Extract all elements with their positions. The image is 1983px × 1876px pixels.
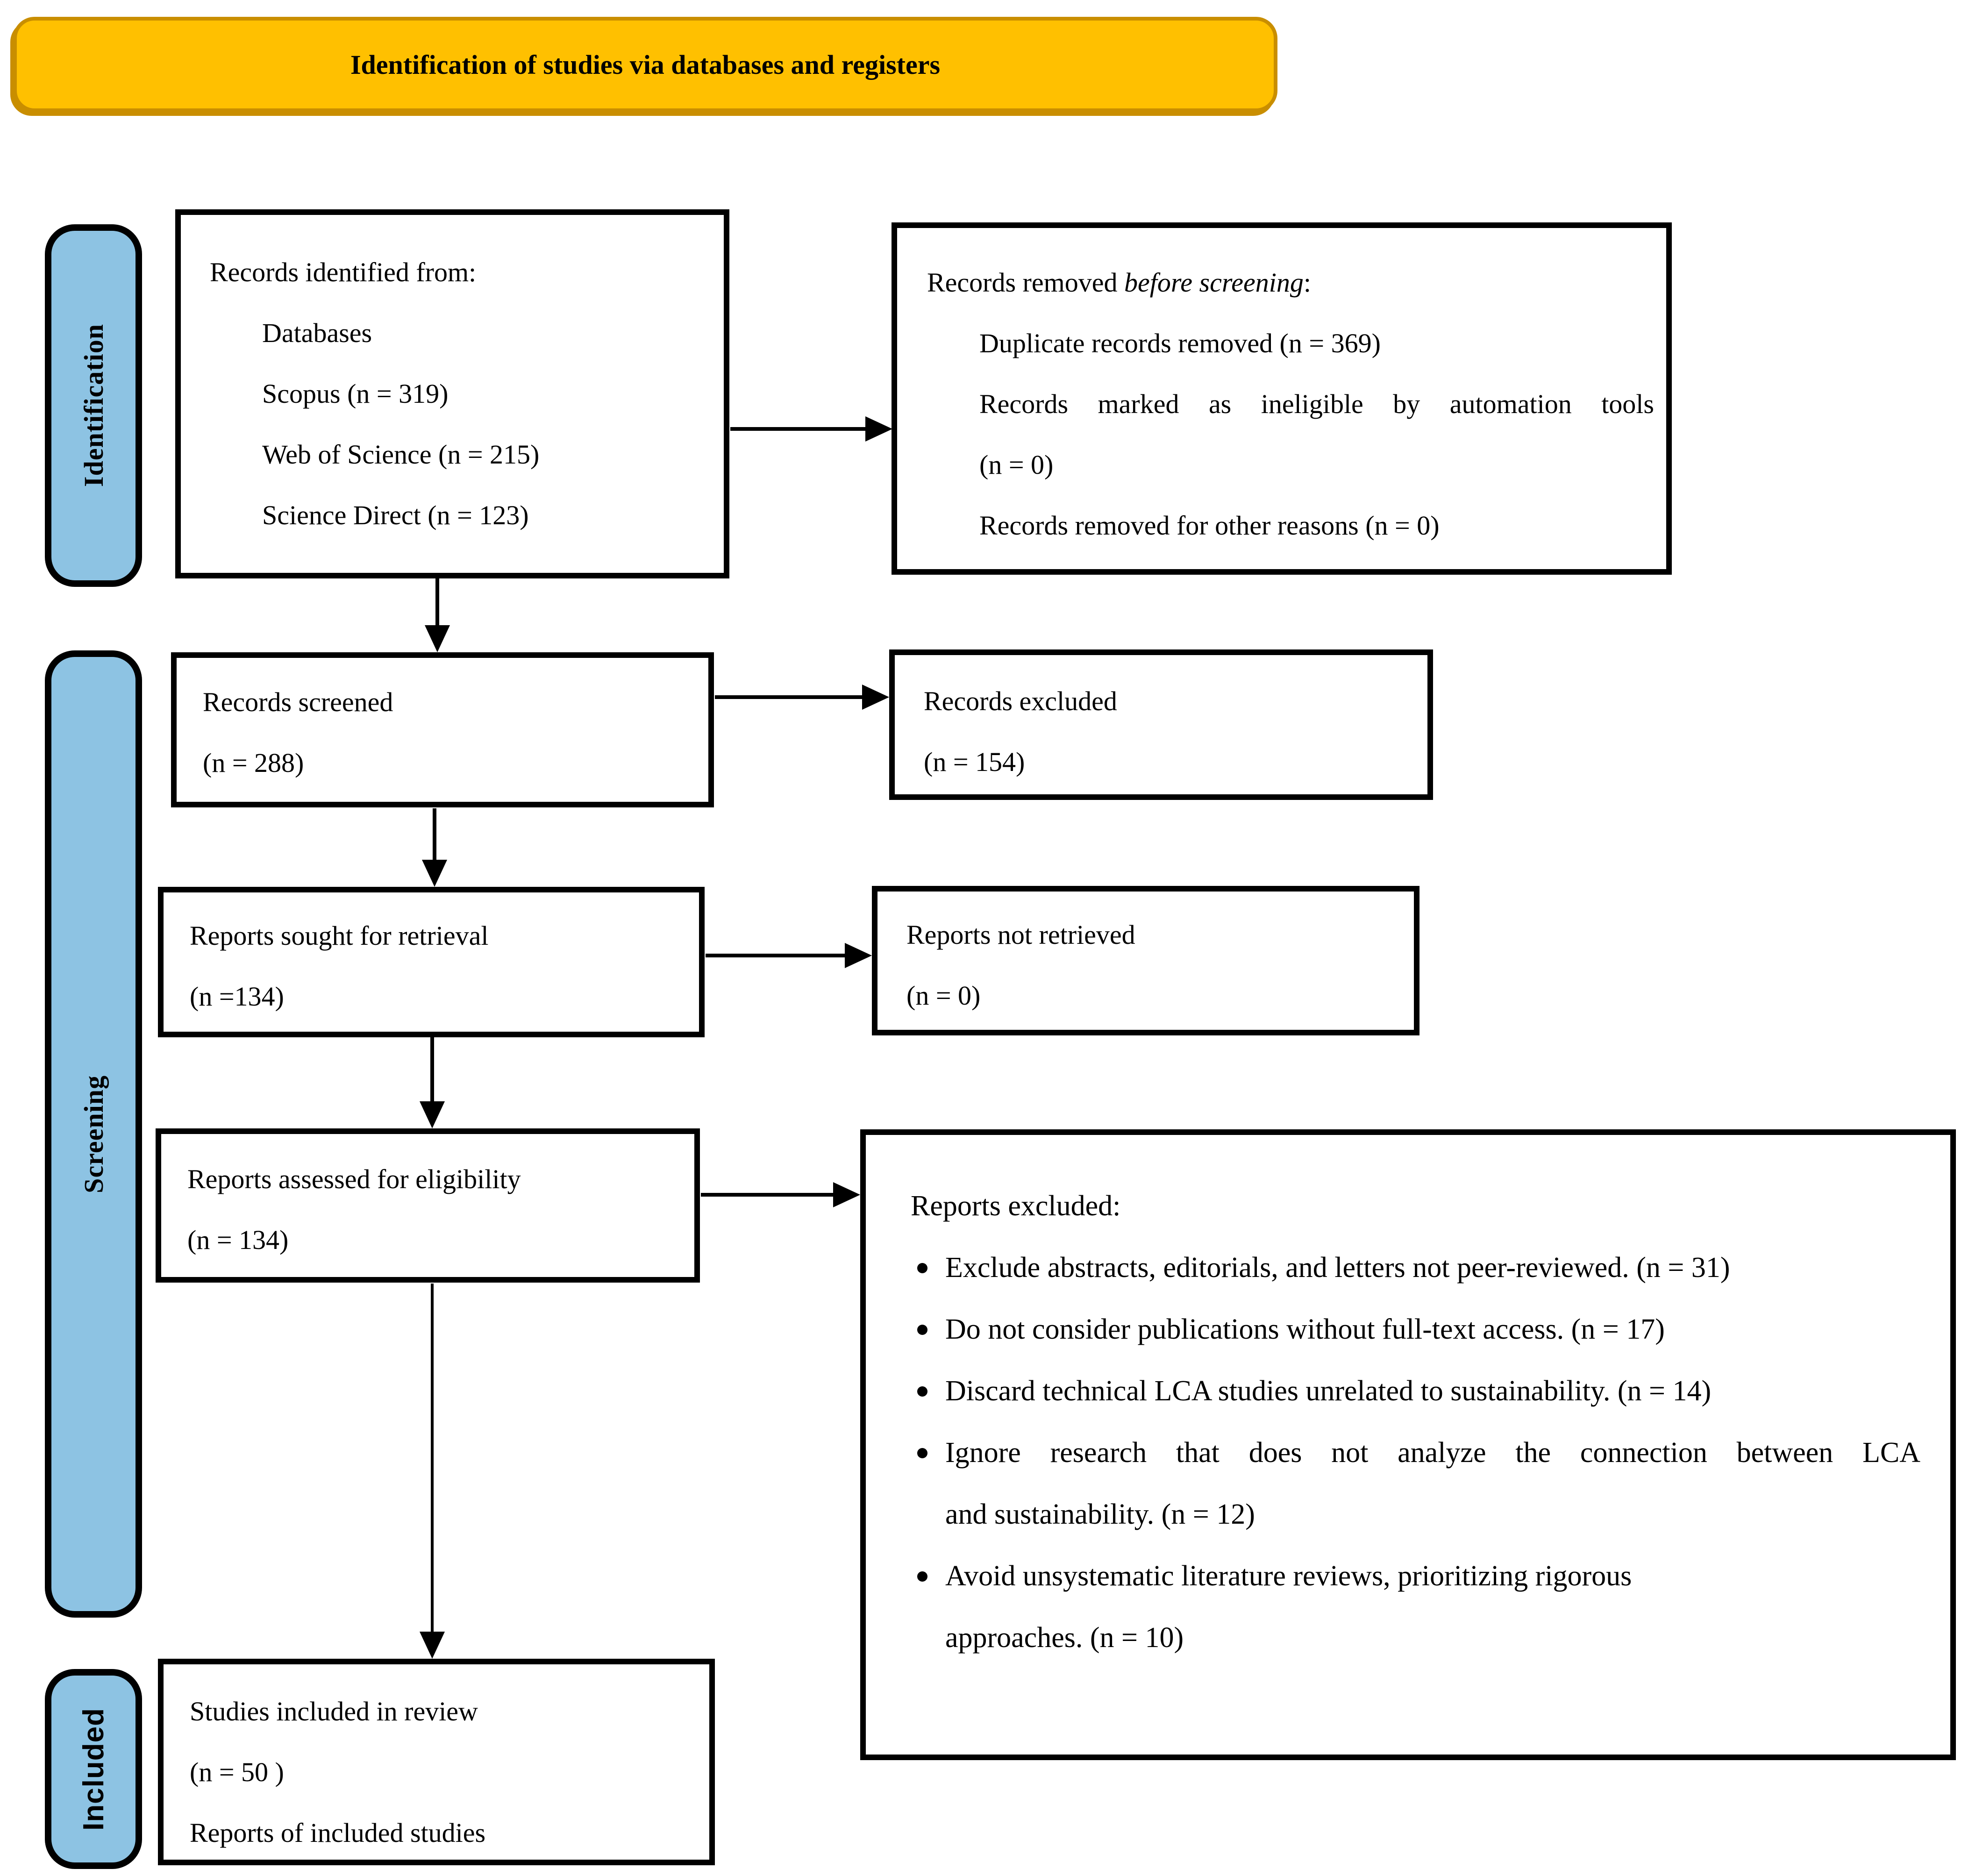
count-line: (n = 288) [203,748,304,778]
count-line: (n = 134) [187,1225,289,1255]
reason-line: and sustainability. (n = 12) [945,1498,1255,1530]
box-title: Reports assessed for eligibility [187,1164,521,1194]
box-title: Reports not retrieved [906,920,1135,950]
reason-line: (n = 0) [979,449,1054,480]
bullet-icon [917,1325,927,1335]
box-title: Reports sought for retrieval [190,920,489,951]
title-suffix: : [1303,267,1311,298]
bullet-icon [917,1263,927,1273]
exclusion-reason-item: Ignore research that does not analyze th… [911,1422,1920,1545]
banner: Identification of studies via databases … [13,17,1277,112]
stage-label-included: Included [77,1707,110,1831]
box-subtitle: Reports of included studies [190,1818,486,1848]
arrow-sought-to-assessed [430,1036,434,1101]
stage-label-screening: Screening [78,1075,109,1193]
box-title: Records excluded [924,686,1117,716]
source-line: Scopus (n = 319) [262,378,449,409]
exclusion-reason-item: Do not consider publications without ful… [911,1298,1920,1360]
box-reports-excluded-reasons: Reports excluded: Exclude abstracts, edi… [860,1129,1956,1760]
reason-line: Duplicate records removed (n = 369) [979,328,1381,358]
bullet-icon [917,1386,927,1397]
bullet-icon [917,1448,927,1458]
bullet-icon [917,1571,927,1582]
reason-line: Ignore research that does not analyze th… [945,1437,1920,1469]
reason-line: approaches. (n = 10) [945,1622,1184,1654]
reason-line: Exclude abstracts, editorials, and lette… [945,1252,1730,1284]
reason-line: Records removed for other reasons (n = 0… [979,510,1440,541]
exclusion-reason-item: Avoid unsystematic literature reviews, p… [911,1545,1920,1669]
box-studies-included: Studies included in review (n = 50 ) Rep… [158,1659,715,1865]
box-title: Records removed before screening: [927,252,1654,313]
arrow-assessed-to-included [431,1284,434,1632]
box-records-excluded: Records excluded (n = 154) [889,649,1433,800]
box-title: Reports excluded: [911,1190,1121,1222]
title-prefix: Records removed [927,267,1124,298]
arrow-assessed-to-excluded-reasons [701,1193,833,1197]
exclusion-reason-item: Discard technical LCA studies unrelated … [911,1360,1920,1422]
reason-line: Records marked as ineligible by automati… [979,389,1654,419]
stage-label-identification: Identification [78,324,109,487]
exclusion-reason-item: Exclude abstracts, editorials, and lette… [911,1237,1920,1298]
arrow-identified-to-removed [730,427,865,431]
box-records-screened: Records screened (n = 288) [171,652,714,807]
source-line: Databases [262,318,372,348]
reason-line: Avoid unsystematic literature reviews, p… [945,1560,1632,1592]
stage-bar-screening: Screening [45,650,142,1618]
count-line: (n =134) [190,981,284,1012]
source-line: Science Direct (n = 123) [262,500,529,530]
count-line: (n = 154) [924,747,1025,777]
box-title: Records screened [203,687,393,717]
reason-line: Discard technical LCA studies unrelated … [945,1375,1712,1407]
box-records-removed: Records removed before screening: Duplic… [892,222,1672,575]
box-records-identified: Records identified from: Databases Scopu… [175,209,729,578]
stage-bar-identification: Identification [45,224,142,587]
box-title: Records identified from: [210,257,477,287]
arrow-identified-to-screened [435,578,439,625]
box-reports-assessed: Reports assessed for eligibility (n = 13… [156,1128,700,1283]
banner-title: Identification of studies via databases … [350,49,941,80]
arrow-screened-to-sought [433,808,436,860]
count-line: (n = 50 ) [190,1757,284,1787]
source-line: Web of Science (n = 215) [262,439,540,470]
box-title: Studies included in review [190,1696,478,1726]
box-reports-not-retrieved: Reports not retrieved (n = 0) [872,886,1419,1035]
arrow-screened-to-excluded [715,695,862,699]
arrow-sought-to-not-retrieved [706,954,845,957]
title-italic: before screening [1124,267,1304,298]
box-reports-sought: Reports sought for retrieval (n =134) [158,887,705,1037]
reason-line: Do not consider publications without ful… [945,1313,1665,1345]
count-line: (n = 0) [906,980,981,1011]
stage-bar-included: Included [45,1669,142,1869]
